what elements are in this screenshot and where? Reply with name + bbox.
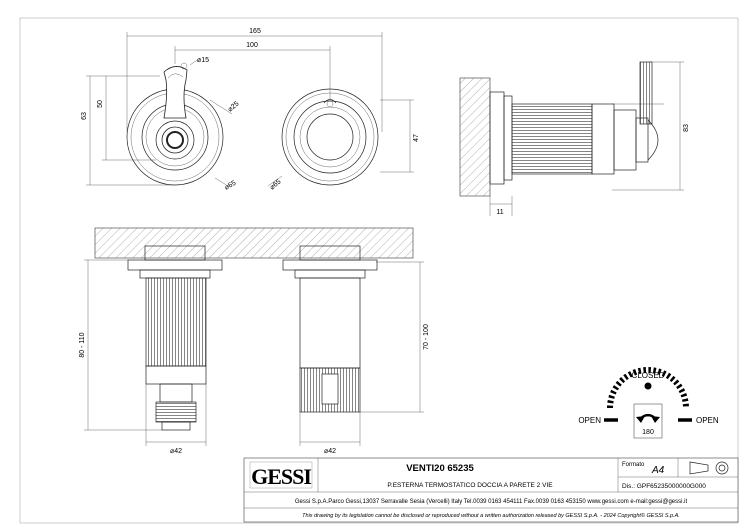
open-left-label: OPEN	[578, 416, 601, 425]
closed-label: CLOSED	[632, 371, 665, 380]
dim-height-83: 83	[683, 124, 690, 132]
section-view-right	[282, 245, 424, 446]
formato-label: Formato	[622, 462, 645, 468]
projection-symbol-icon	[689, 461, 729, 475]
dim-dia-25: ⌀25	[227, 100, 241, 113]
product-description: P.ESTERNA TERMOSTATICO DOCCIA A PARETE 2…	[387, 482, 553, 489]
closed-position-dot	[644, 382, 652, 390]
drawing-number: Dis.: GPF65235000000G000	[622, 483, 706, 490]
side-view	[459, 61, 684, 216]
rotation-value: 180	[642, 429, 654, 436]
formato-value: A4	[651, 465, 665, 476]
dim-overall-width: 165	[249, 28, 261, 35]
sheet-border	[19, 17, 739, 524]
product-name: VENTI20 65235	[406, 463, 474, 474]
dim-center-distance: 100	[246, 42, 258, 49]
rotation-diagram: CLOSED OPEN OPEN 180	[578, 367, 719, 439]
dim-height-50: 50	[97, 100, 104, 108]
company-address: Gessi S.p.A.Parco Gessi,13037 Serravalle…	[295, 499, 688, 505]
dim-dia-65-right: ⌀65	[269, 178, 283, 191]
dim-range-80-110: 80 - 110	[79, 332, 86, 357]
front-view-cap	[281, 88, 379, 186]
title-block: GESSI VENTI20 65235 P.ESTERNA TERMOSTATI…	[243, 457, 739, 523]
dim-depth-11: 11	[496, 209, 503, 216]
section-view-left	[84, 227, 414, 446]
copyright-disclaimer: This drawing by its legislation cannot b…	[302, 512, 680, 519]
dim-height-47: 47	[413, 134, 420, 142]
front-view-handle	[126, 62, 224, 186]
gessi-logo: GESSI	[251, 464, 311, 489]
dim-dia-42-left: ⌀42	[170, 448, 182, 455]
open-right-label: OPEN	[696, 416, 719, 425]
dimension-lines-top	[86, 32, 414, 187]
dim-dia-65-left: ⌀65	[224, 180, 238, 192]
dim-range-70-100: 70 - 100	[423, 324, 430, 350]
dim-dia-42-right: ⌀42	[324, 448, 336, 455]
dim-handle-radius: ⌀15	[197, 57, 209, 64]
dim-height-63: 63	[81, 112, 88, 120]
